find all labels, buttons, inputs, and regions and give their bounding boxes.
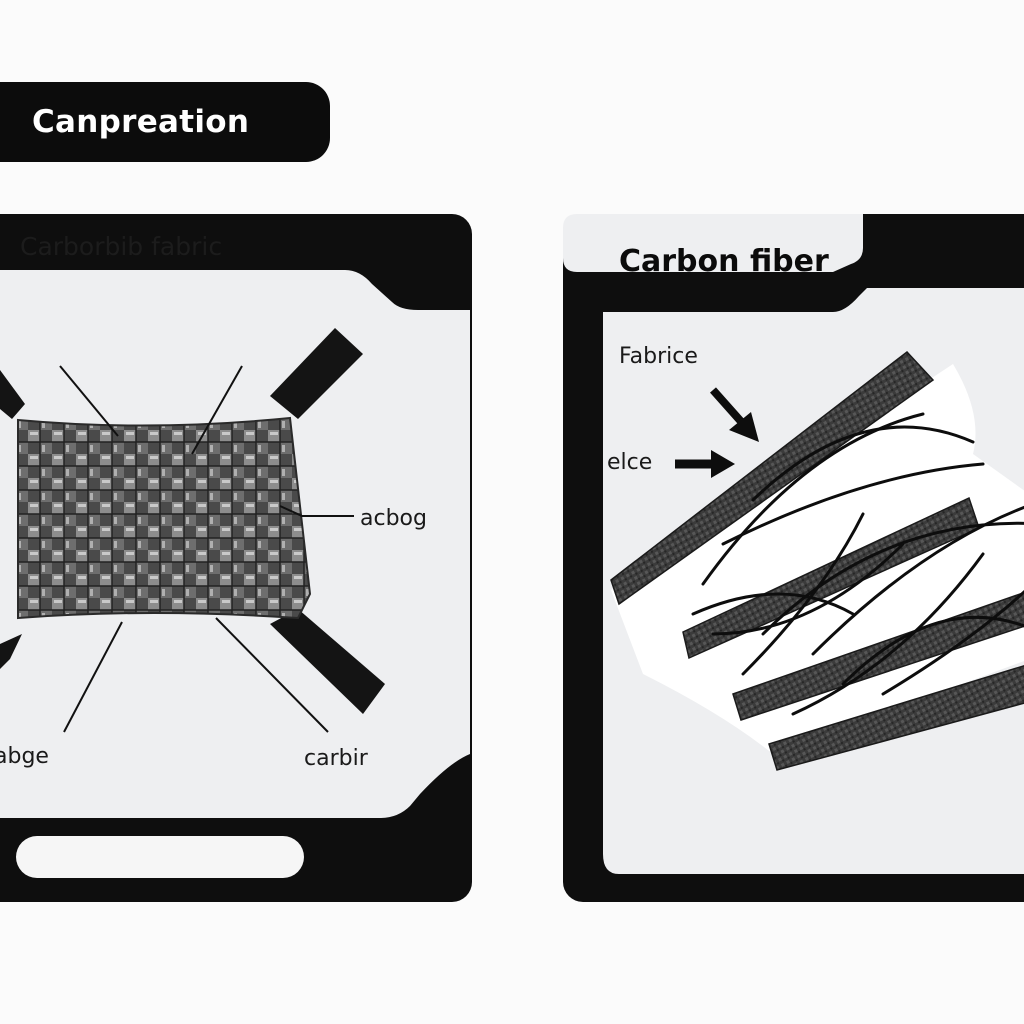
carbon-fiber-panel: Carbon fiber Fabrice elce xyxy=(563,214,1024,902)
right-panel-title: Carbon fiber xyxy=(619,244,829,279)
strap-top-right xyxy=(270,328,363,419)
page-title: Canpreation xyxy=(32,104,250,140)
header-title-bar: Canpreation xyxy=(0,82,330,162)
carbon-fiber-illustration xyxy=(603,288,1024,874)
woven-carbon-fabric xyxy=(17,416,312,620)
carbon-strip-4 xyxy=(768,665,1024,771)
label-acbog: acbog xyxy=(360,506,427,531)
right-title-tab xyxy=(563,214,863,272)
strap-bottom-left xyxy=(0,634,22,669)
carbon-fabric-illustration xyxy=(0,270,470,818)
bottom-bar xyxy=(16,836,304,878)
label-fabrice: Fabrice xyxy=(619,344,698,369)
label-carbir: carbir xyxy=(304,746,368,771)
label-abge: abge xyxy=(0,744,49,769)
arrow-icon xyxy=(675,387,759,478)
carbon-fabric-panel: Carborbib fabric acbog abge carbir xyxy=(0,214,472,902)
strap-top-left xyxy=(0,370,25,419)
carbon-strip-1 xyxy=(610,350,935,606)
strap-bottom-right xyxy=(270,609,385,714)
left-panel-title: Carborbib fabric xyxy=(20,232,223,261)
label-elce: elce xyxy=(607,450,653,475)
carbon-fibers xyxy=(691,412,1024,716)
